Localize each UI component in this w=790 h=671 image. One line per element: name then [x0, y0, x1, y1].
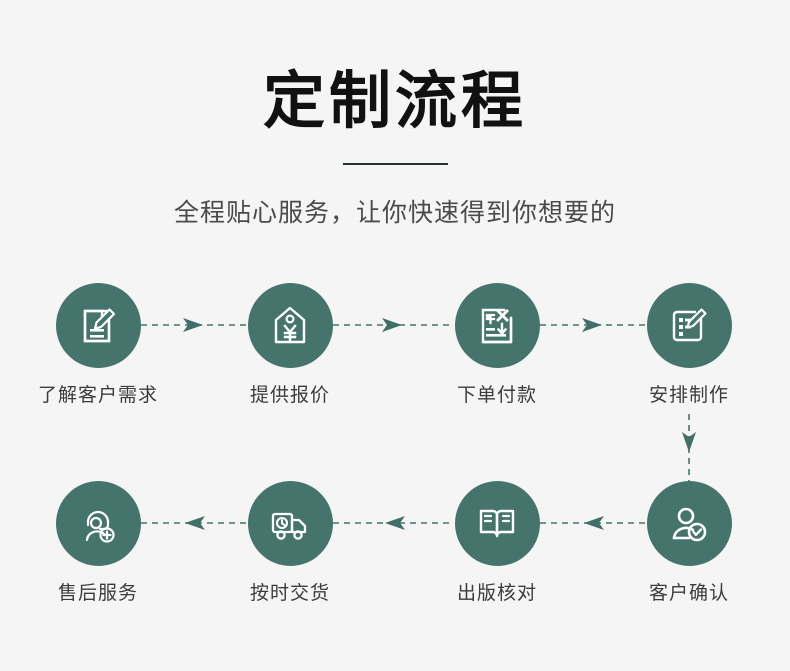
connector-step7-step8 [141, 515, 247, 531]
connector-step3-step4 [540, 317, 646, 333]
step-arrange-production[interactable]: 安排制作 [614, 283, 764, 408]
step-icon-circle [55, 481, 141, 566]
document-pencil-icon [76, 304, 120, 348]
person-check-icon [667, 502, 711, 546]
step-label: 客户确认 [648, 583, 729, 604]
step-label: 了解客户需求 [37, 385, 158, 406]
step-customer-confirmation[interactable]: 客户确认 [614, 481, 764, 606]
step-label: 按时交货 [249, 583, 330, 604]
step-place-order-payment[interactable]: 下单付款 [422, 283, 572, 408]
connector-step6-step7 [333, 515, 454, 531]
tablet-pencil-icon [667, 304, 711, 348]
flow-row-bottom: 售后服务 按时交货 [0, 481, 790, 621]
step-provide-quote[interactable]: 提供报价 [215, 283, 365, 408]
connector-step2-step3 [333, 317, 454, 333]
step-publication-check[interactable]: 出版核对 [422, 481, 572, 606]
step-icon-circle [646, 481, 732, 566]
step-icon-circle [454, 481, 540, 566]
step-icon-circle [247, 283, 333, 368]
price-tag-yuan-icon [268, 304, 312, 348]
step-icon-circle [646, 283, 732, 368]
page-title: 定制流程 [262, 67, 527, 136]
step-icon-circle [454, 283, 540, 368]
step-understand-requirements[interactable]: 了解客户需求 [23, 283, 173, 408]
step-on-time-delivery[interactable]: 按时交货 [215, 481, 365, 606]
connector-step4-step5 [681, 414, 697, 484]
step-icon-circle [247, 481, 333, 566]
step-label: 下单付款 [456, 385, 537, 406]
order-payment-icon [475, 304, 519, 348]
connector-step1-step2 [141, 317, 247, 333]
step-icon-circle [55, 283, 141, 368]
step-after-sales-service[interactable]: 售后服务 [23, 481, 173, 606]
title-divider [343, 163, 448, 165]
open-book-icon [475, 502, 519, 546]
step-label: 提供报价 [249, 385, 330, 406]
page-subtitle: 全程贴心服务，让你快速得到你想要的 [173, 199, 616, 227]
headset-person-plus-icon [76, 502, 120, 546]
delivery-truck-clock-icon [268, 502, 312, 546]
step-label: 安排制作 [648, 385, 729, 406]
flow-row-top: 了解客户需求 提供报价 [0, 283, 790, 423]
connector-step5-step6 [540, 515, 646, 531]
step-label: 售后服务 [57, 583, 138, 604]
step-label: 出版核对 [456, 583, 537, 604]
